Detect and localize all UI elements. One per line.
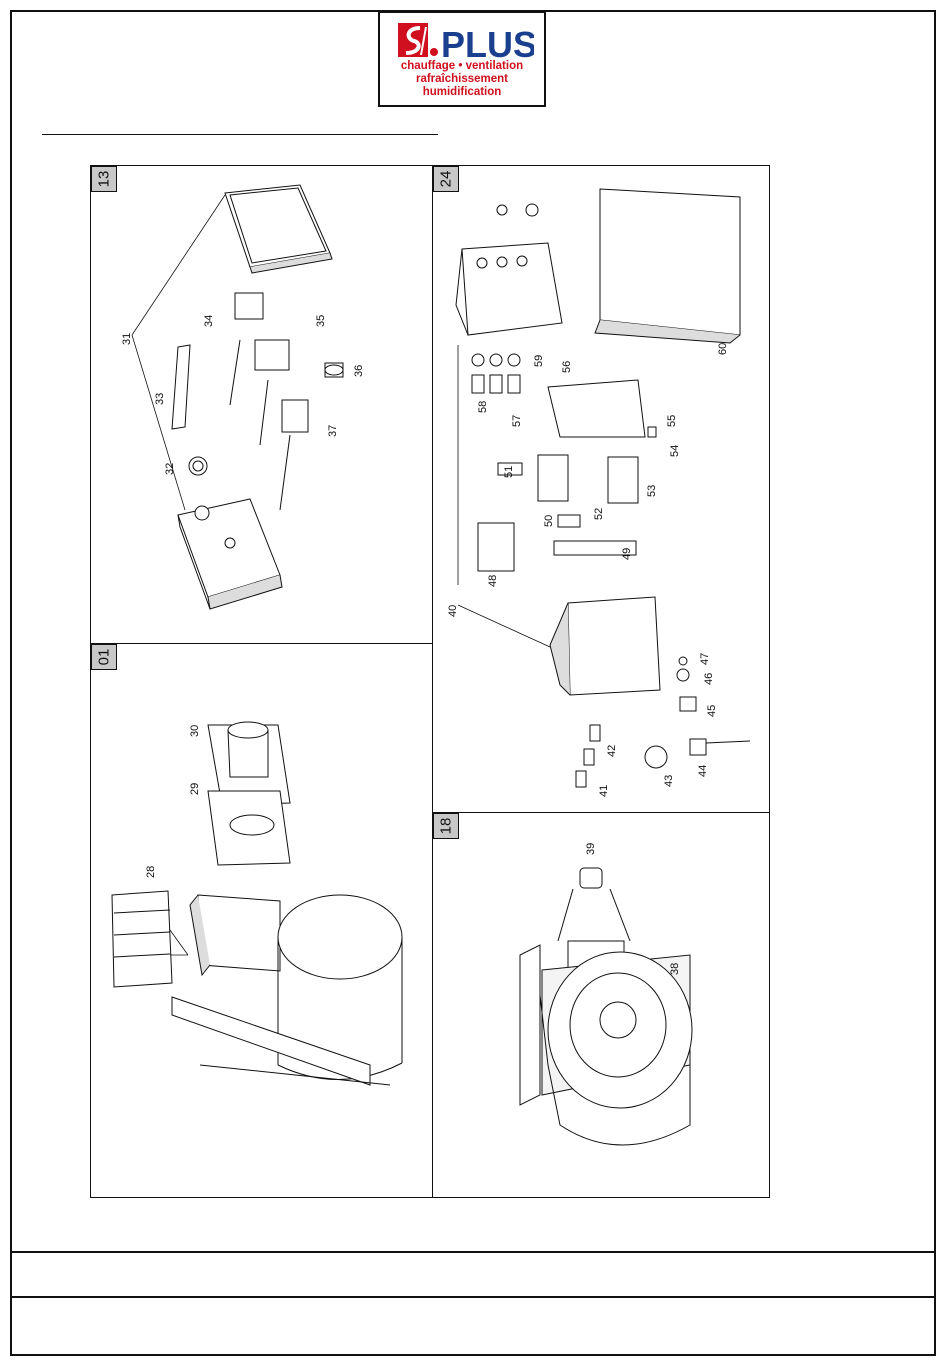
panel-13-parts — [172, 185, 343, 609]
callout-35: 35 — [315, 315, 327, 327]
panel-tag-24-label: 24 — [438, 171, 455, 188]
callout-49: 49 — [621, 548, 633, 560]
panel-01-parts — [112, 722, 402, 1085]
callout-28: 28 — [145, 866, 157, 878]
callout-40: 40 — [447, 605, 459, 617]
footer-row-1 — [10, 1251, 936, 1298]
panel-18-parts — [520, 868, 692, 1145]
callout-39: 39 — [585, 843, 597, 855]
panel-tag-01: 01 — [91, 644, 117, 670]
callout-31: 31 — [121, 333, 133, 345]
callout-50: 50 — [543, 515, 555, 527]
callout-43: 43 — [663, 775, 675, 787]
panel-tag-18: 18 — [433, 813, 459, 839]
callout-46: 46 — [703, 673, 715, 685]
callout-29: 29 — [189, 783, 201, 795]
callout-42: 42 — [606, 745, 618, 757]
panel-24-parts — [456, 189, 750, 787]
panel-tag-18-label: 18 — [438, 818, 455, 835]
callout-57: 57 — [511, 415, 523, 427]
header-rule — [42, 134, 438, 135]
callout-36: 36 — [353, 365, 365, 377]
callout-48: 48 — [487, 575, 499, 587]
callout-41: 41 — [598, 785, 610, 797]
panel-tag-13: 13 — [91, 166, 117, 192]
callout-58: 58 — [477, 401, 489, 413]
callout-54: 54 — [669, 445, 681, 457]
panel-tag-24: 24 — [433, 166, 459, 192]
footer-row-2 — [10, 1296, 936, 1356]
callout-44: 44 — [697, 765, 709, 777]
callout-60: 60 — [717, 343, 729, 355]
splus-logo-mark: PLUS — [394, 19, 534, 65]
callout-34: 34 — [203, 315, 215, 327]
logo-brand-text: PLUS — [441, 24, 534, 65]
callout-38: 38 — [669, 963, 681, 975]
callout-30: 30 — [189, 725, 201, 737]
callout-47: 47 — [699, 653, 711, 665]
callout-32: 32 — [164, 463, 176, 475]
company-logo: PLUS chauffage • ventilation rafraîchiss… — [378, 11, 546, 107]
callout-52: 52 — [593, 508, 605, 520]
panel-13-callouts: 31 32 33 34 35 36 37 — [121, 315, 365, 475]
exploded-view-sheet: 31 32 33 34 35 36 37 — [90, 165, 770, 1198]
panel-01-callouts: 28 29 30 — [145, 725, 201, 878]
callout-55: 55 — [666, 415, 678, 427]
callout-59: 59 — [533, 355, 545, 367]
callout-45: 45 — [706, 705, 718, 717]
logo-tagline-1: chauffage • ventilation — [380, 60, 544, 73]
logo-tagline-3: humidification — [380, 86, 544, 99]
callout-51: 51 — [503, 466, 515, 478]
panel-tag-13-label: 13 — [96, 171, 113, 188]
callout-56: 56 — [561, 361, 573, 373]
callout-33: 33 — [154, 393, 166, 405]
exploded-view-drawing: 31 32 33 34 35 36 37 — [90, 165, 770, 1198]
callout-53: 53 — [646, 485, 658, 497]
logo-tagline-2: rafraîchissement — [380, 73, 544, 86]
callout-37: 37 — [327, 425, 339, 437]
panel-tag-01-label: 01 — [96, 649, 113, 666]
